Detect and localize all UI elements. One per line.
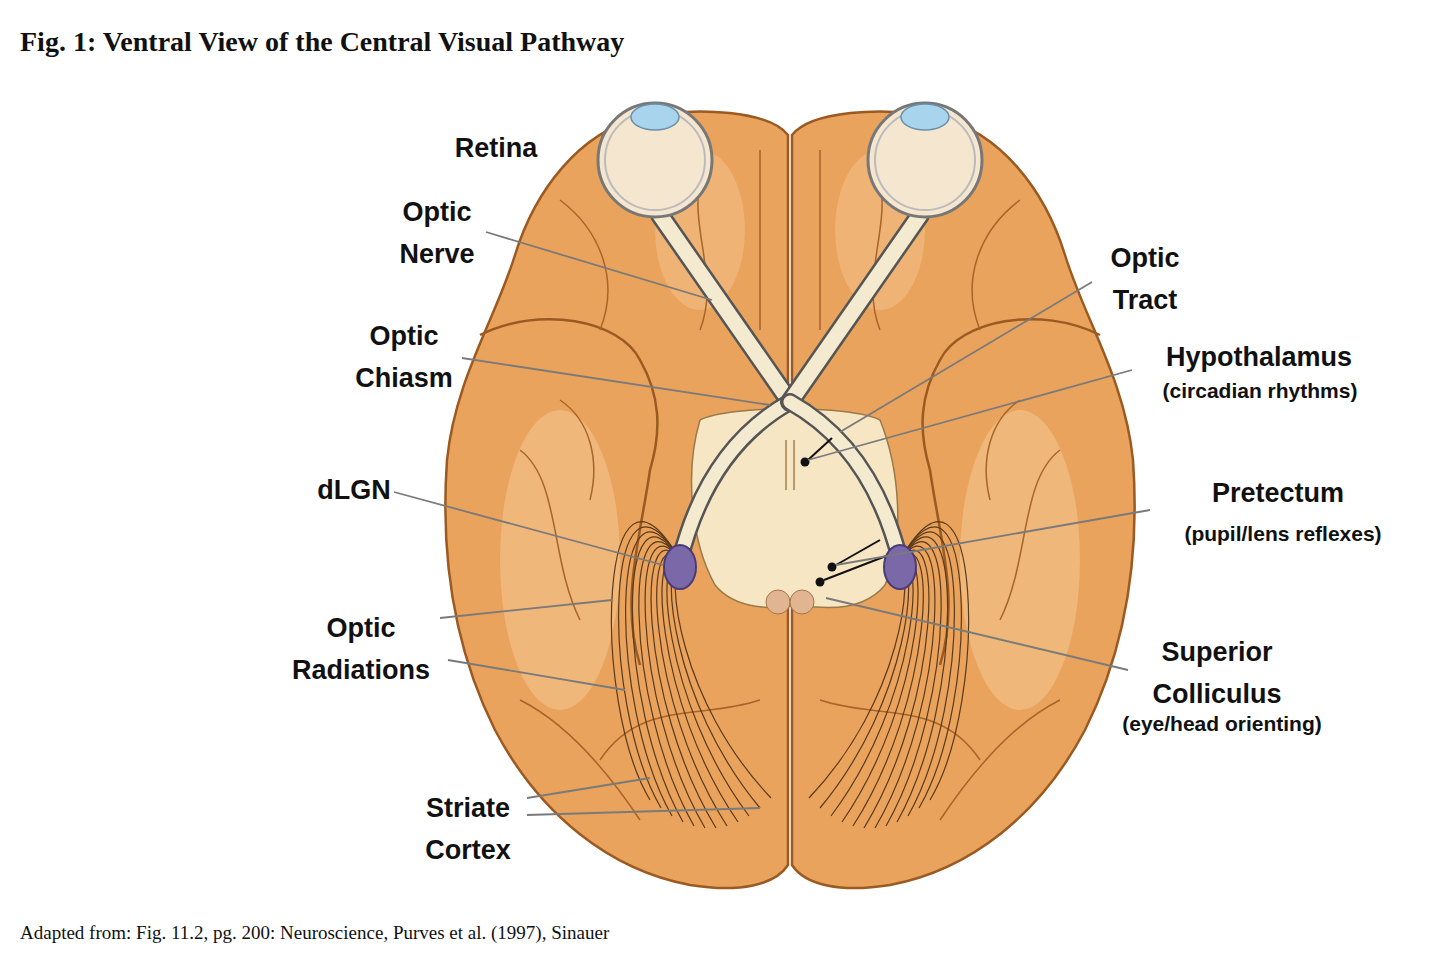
structure-label: (circadian rhythms) bbox=[1163, 378, 1358, 404]
pituitary-stalk bbox=[786, 440, 794, 490]
leader-lines bbox=[394, 232, 1150, 815]
structure-label: Striate Cortex bbox=[425, 787, 511, 871]
mammillary-body bbox=[766, 590, 790, 614]
figure-title: Fig. 1: Ventral View of the Central Visu… bbox=[20, 26, 624, 58]
projection-dot bbox=[801, 458, 837, 587]
structure-label: Optic Radiations bbox=[292, 607, 430, 691]
structure-label: Optic Chiasm bbox=[355, 315, 453, 399]
diencephalon bbox=[692, 409, 898, 608]
structure-label: Superior Colliculus bbox=[1152, 631, 1281, 715]
figure-caption: Adapted from: Fig. 11.2, pg. 200: Neuros… bbox=[20, 922, 609, 944]
mammillary-body bbox=[790, 590, 814, 614]
structure-label: Hypothalamus bbox=[1166, 336, 1352, 378]
structure-label: Optic Tract bbox=[1110, 237, 1179, 321]
structure-label: Optic Nerve bbox=[399, 191, 474, 275]
structure-label: Pretectum bbox=[1212, 472, 1344, 514]
left-pathway bbox=[598, 103, 790, 828]
structure-label: Retina bbox=[455, 127, 538, 169]
structure-label: (pupil/lens reflexes) bbox=[1184, 521, 1381, 547]
structure-label: dLGN bbox=[317, 469, 391, 511]
right-pathway bbox=[790, 103, 982, 828]
structure-label: (eye/head orienting) bbox=[1122, 711, 1322, 737]
